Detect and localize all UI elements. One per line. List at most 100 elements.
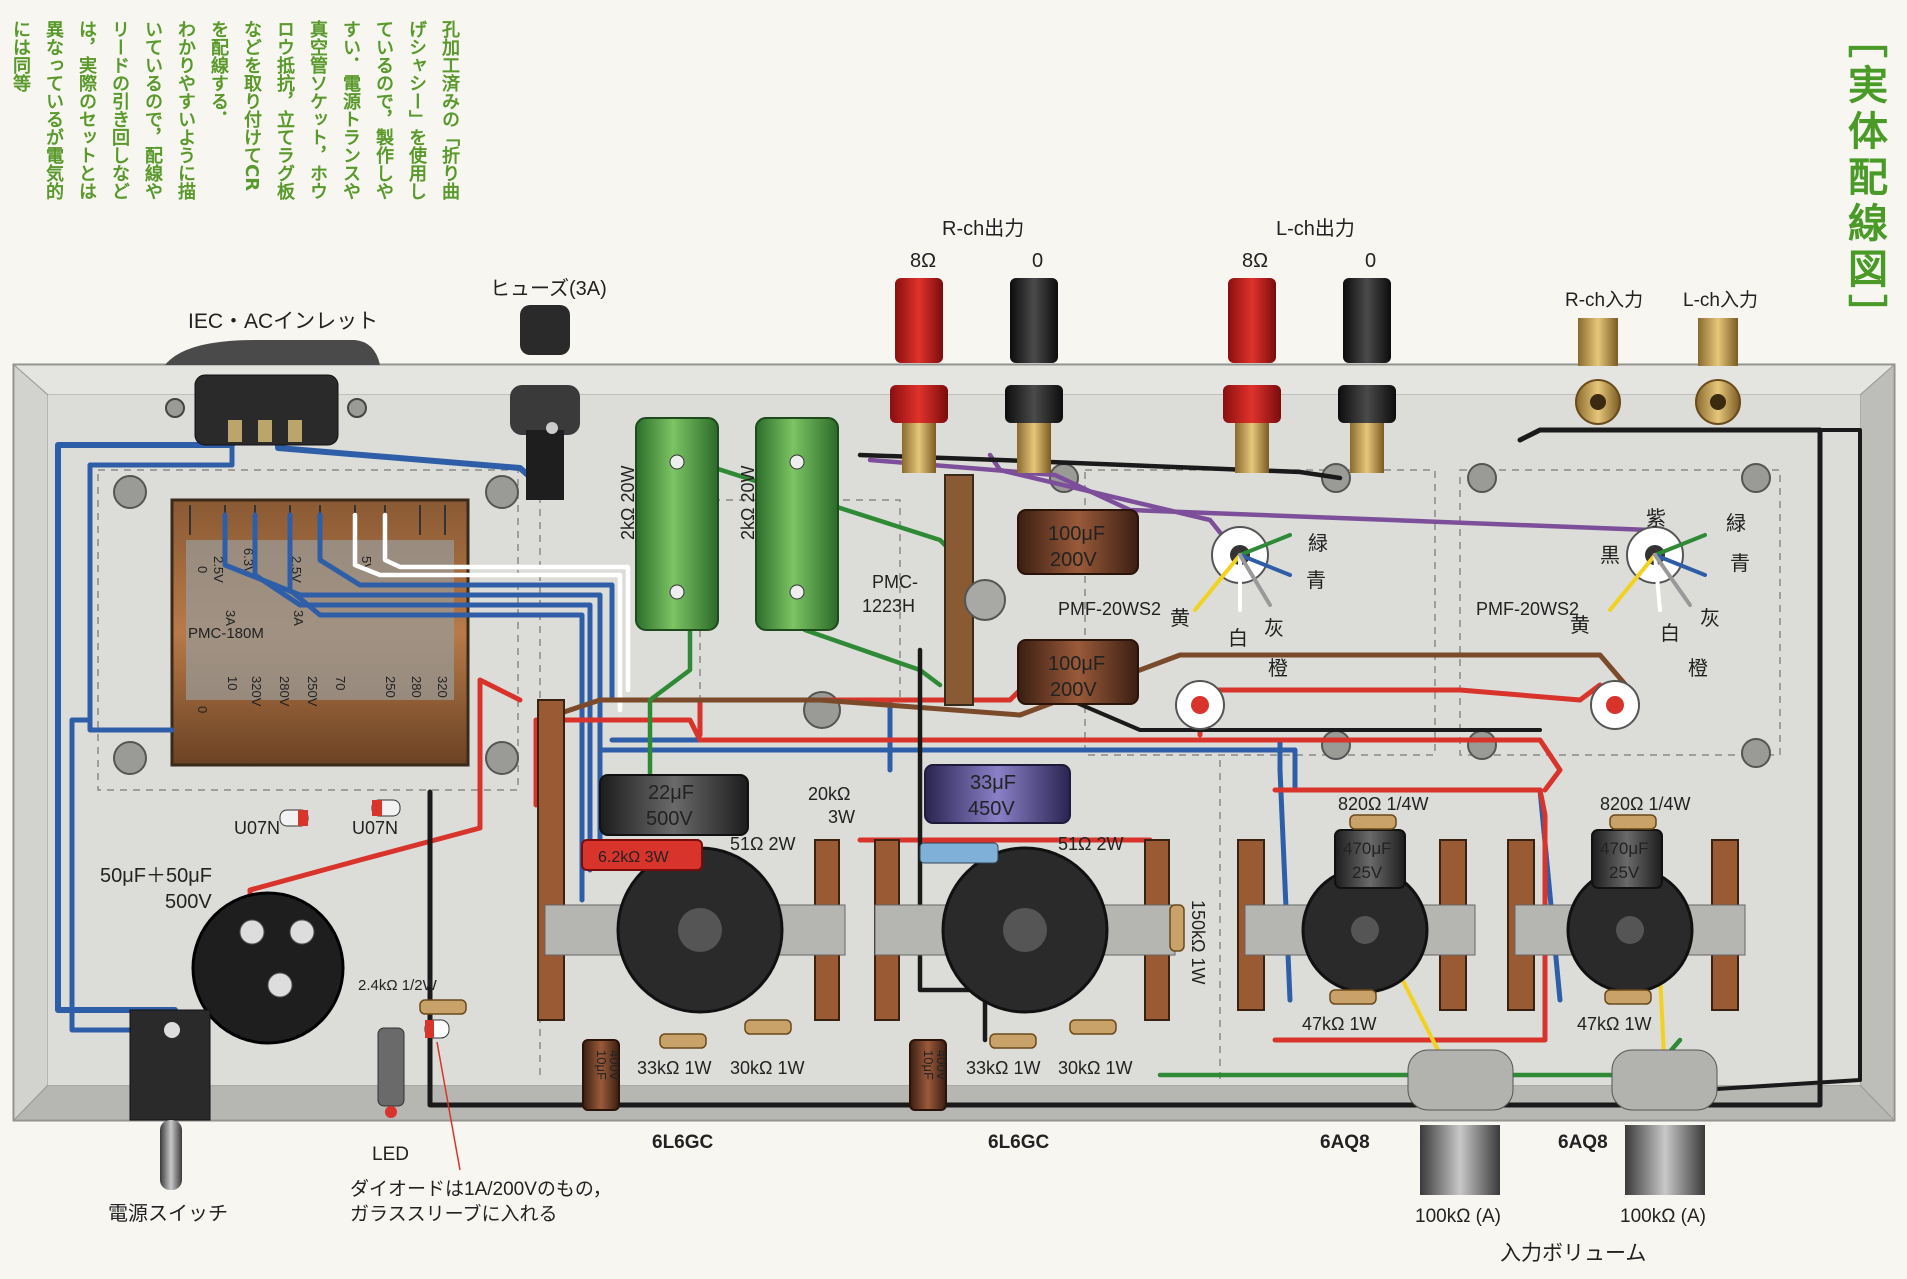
note-line: などを取り付けてCR [241,20,262,192]
wire-color-label: 灰 [1700,607,1720,630]
speaker-terminal-lch-8ohm [1223,278,1281,473]
volume-pot-2 [1611,1049,1718,1195]
tap-label: 0 [195,706,210,713]
capacitor-voltage: 400V [934,1050,949,1081]
resistor-51-2w-label: 51Ω 2W [1058,834,1123,854]
tube-socket-6l6gc-2 [874,846,1176,1014]
resistor-30k-label: 30kΩ 1W [1058,1058,1132,1078]
capacitor-voltage: 200V [1050,549,1097,571]
capacitor-value: 100μF [1048,653,1105,675]
resistor-3w-label: 3W [828,807,855,827]
wire-color-label: 橙 [1268,657,1288,680]
tube-label-6aq8: 6AQ8 [1320,1132,1370,1153]
wire-color-label: 青 [1306,569,1326,592]
orange-terminal-l [1590,680,1640,730]
resistor-820-label: 820Ω 1/4W [1600,794,1691,814]
choke: PMC- 1223H [862,474,1006,706]
led [377,1027,405,1118]
wire-color-label: 白 [1660,622,1680,645]
lch-input-label: L-ch入力 [1683,289,1758,311]
led-label: LED [372,1144,409,1165]
wire-color-label: 青 [1730,552,1750,575]
resistor-value: 6.2kΩ 3W [598,849,670,866]
resistor-20k-3w [919,842,999,864]
resistor-2-4k-label: 2.4kΩ 1/2W [358,977,438,994]
capacitor-100uf-200v-2: 100μF 200V [1017,639,1139,705]
resistor-33k-label: 33kΩ 1W [966,1058,1040,1078]
capacitor-voltage: 450V [968,798,1015,820]
choke-model-line2: 1223H [862,596,915,616]
resistor-150k-label: 150kΩ 1W [1188,900,1208,985]
capacitor-value: 22μF [648,782,694,804]
rca-jack-lch [1695,318,1741,425]
capacitor-voltage: 400V [607,1050,622,1081]
note-line: を配線する． [208,20,229,128]
tap-label: 0 [195,566,210,573]
resistor-51-2w-label: 51Ω 2W [730,834,795,854]
capacitor-value: 470μF [1343,839,1392,858]
capacitor-value: 10μF [921,1050,936,1080]
resistor-value: 2kΩ 20W [738,466,758,540]
resistor-20k-label: 20kΩ [808,784,850,804]
capacitor-50uf-50uf-500v [191,891,345,1045]
tap-label: 2.5V [211,556,226,583]
wire-color-label: 緑 [1726,512,1746,535]
capacitor-33uf-450v: 33μF 450V [924,764,1071,824]
wire-color-label: 灰 [1264,617,1284,640]
tap-label: 3A [291,610,306,626]
resistor-33k-label: 33kΩ 1W [637,1058,711,1078]
rch-output-label: R-ch出力 [942,217,1024,240]
input-volume-label: 入力ボリューム [1500,1242,1646,1265]
wire-color-label: 白 [1228,627,1248,650]
diode-label: U07N [352,818,398,838]
tap-label: 320 [435,676,450,698]
figure-title: ［実体配線図］ [1841,18,1887,340]
note-line: 孔加工済みの「折り曲 [439,20,460,200]
diode-label: U07N [234,818,280,838]
speaker-terminal-rch-8ohm [890,278,948,473]
tap-label: 250 [383,676,398,698]
tap-label: 70 [333,676,348,690]
wire-color-label: 黄 [1170,607,1190,630]
capacitor-value: 470μF [1600,839,1649,858]
tap-label: 280V [277,676,292,707]
resistor-6-2k-3w: 6.2kΩ 3W [581,839,703,871]
tube-label-6l6gc: 6L6GC [652,1132,714,1153]
diode-note-line2: ガラススリーブに入れる [350,1202,557,1225]
rch-8ohm-label: 8Ω [910,250,936,272]
capacitor-value: 33μF [970,772,1016,794]
iec-inlet [165,340,380,446]
wire-color-label: 紫 [1646,507,1666,530]
rch-input-label: R-ch入力 [1565,289,1643,311]
volume-pot-label: 100kΩ (A) [1620,1206,1706,1227]
capacitor-10uf-400v-1: 10μF 400V [582,1039,622,1111]
capacitor-22uf-500v: 22μF 500V [599,774,749,836]
resistor-47k-label: 47kΩ 1W [1302,1014,1376,1034]
tube-label-6l6gc: 6L6GC [988,1132,1050,1153]
capacitor-10uf-400v-2: 10μF 400V [909,1039,949,1111]
note-line: いているので，配線や [142,20,163,200]
diode-note-line1: ダイオードは1A/200Vのもの， [350,1178,612,1200]
resistor-30k-label: 30kΩ 1W [730,1058,804,1078]
capacitor-value: 50μF＋50μF [100,865,212,887]
iec-inlet-label: IEC・ACインレット [188,310,378,333]
capacitor-470uf-25v-1: 470μF 25V [1334,829,1406,889]
power-switch-label: 電源スイッチ [108,1202,228,1225]
tap-label: 10 [225,676,240,690]
rca-jack-rch [1575,318,1621,425]
diode-leader-line [436,1041,461,1171]
tap-label: 250V [305,676,320,707]
speaker-terminal-lch-0 [1338,278,1396,473]
resistor-value: 2kΩ 20W [618,466,638,540]
capacitor-100uf-200v-1: 100μF 200V [1017,509,1139,575]
capacitor-voltage: 500V [165,891,212,913]
note-line: すい．電源トランスや [340,20,361,200]
lch-8ohm-label: 8Ω [1242,250,1268,272]
wire-color-label: 黄 [1570,614,1590,637]
note-line: は，実際のセットとは [76,20,97,200]
resistor-820-label: 820Ω 1/4W [1338,794,1429,814]
resistor-47k-label: 47kΩ 1W [1577,1014,1651,1034]
note-line: げシャシー」を使用し [406,20,427,200]
tap-label: 320V [249,676,264,707]
